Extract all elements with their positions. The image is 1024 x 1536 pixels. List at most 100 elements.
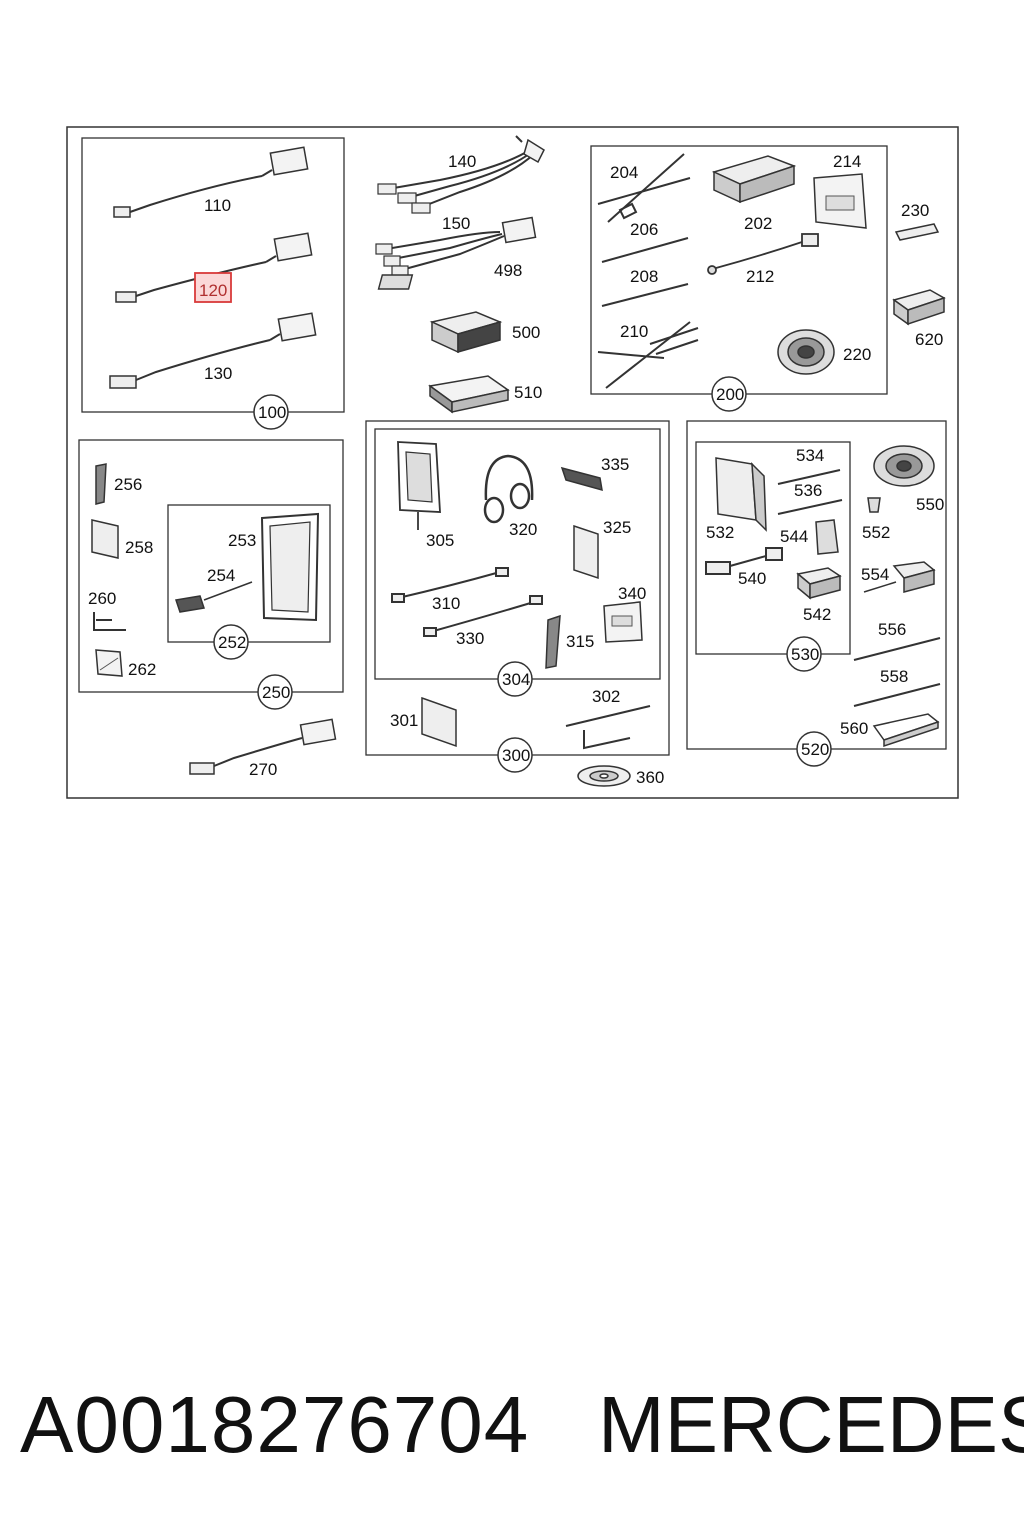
item-label-140: 140 <box>448 152 476 171</box>
cable-140[interactable] <box>377 135 545 214</box>
line-534[interactable] <box>777 469 841 485</box>
connector-254[interactable] <box>175 581 253 613</box>
group-badge-200 <box>711 376 747 412</box>
box-301[interactable] <box>421 696 457 748</box>
group-label-200: 200 <box>716 385 744 404</box>
frame-253[interactable] <box>260 512 320 622</box>
item-label-330: 330 <box>456 629 484 648</box>
item-label-498: 498 <box>494 261 522 280</box>
group-badge-300 <box>497 737 533 773</box>
item-label-315: 315 <box>566 632 594 651</box>
box-325[interactable] <box>573 524 599 580</box>
group-badge-520 <box>796 731 832 767</box>
group-badge-250 <box>257 674 293 710</box>
card-262[interactable] <box>95 649 123 677</box>
bracket-315[interactable] <box>545 614 561 669</box>
cable-540[interactable] <box>705 547 783 575</box>
cable-120[interactable] <box>115 232 313 303</box>
line-206[interactable] <box>601 237 689 263</box>
item-label-540: 540 <box>738 569 766 588</box>
disc-360[interactable] <box>577 765 631 787</box>
footer-caption: A0018276704 MERCEDES <box>0 1370 1024 1480</box>
group-box-530 <box>695 441 851 655</box>
group-label-304: 304 <box>502 670 530 689</box>
group-label-100: 100 <box>258 403 286 422</box>
plate-258[interactable] <box>91 519 119 559</box>
item-label-120[interactable]: 120 <box>199 281 227 300</box>
line-558[interactable] <box>853 683 941 707</box>
cable-212[interactable] <box>707 233 819 275</box>
module-202[interactable] <box>711 155 797 204</box>
item-label-110: 110 <box>204 196 231 215</box>
item-label-558: 558 <box>880 667 908 686</box>
line-208[interactable] <box>601 283 689 307</box>
cable-110[interactable] <box>113 146 309 218</box>
item-label-542: 542 <box>803 605 831 624</box>
item-label-208: 208 <box>630 267 658 286</box>
item-label-253: 253 <box>228 531 256 550</box>
line-556[interactable] <box>853 637 941 661</box>
unit-500[interactable] <box>429 311 503 354</box>
group-label-252: 252 <box>218 633 246 652</box>
module-542[interactable] <box>796 567 842 600</box>
line-536[interactable] <box>777 499 843 515</box>
card-498[interactable] <box>377 274 414 290</box>
item-label-302: 302 <box>592 687 620 706</box>
item-label-260: 260 <box>88 589 116 608</box>
pad-510[interactable] <box>428 375 510 414</box>
harness-302[interactable] <box>565 705 651 750</box>
bracket-256[interactable] <box>95 463 107 505</box>
wire-260[interactable] <box>93 612 126 631</box>
cable-270[interactable] <box>189 718 337 775</box>
brand-name: MERCEDES <box>598 1380 1024 1469</box>
manual-214[interactable] <box>813 173 867 229</box>
tray-560[interactable] <box>872 713 940 748</box>
item-label-320: 320 <box>509 520 537 539</box>
item-label-214: 214 <box>833 152 861 171</box>
cable-150[interactable] <box>375 216 537 277</box>
cable-130[interactable] <box>109 312 317 389</box>
highlight-box-120 <box>194 272 232 303</box>
group-box-252 <box>167 504 331 643</box>
module-620[interactable] <box>892 289 946 326</box>
item-label-620: 620 <box>915 330 943 349</box>
manual-340[interactable] <box>603 601 643 643</box>
module-554[interactable] <box>863 561 936 593</box>
item-label-230: 230 <box>901 201 929 220</box>
cable-310[interactable] <box>391 567 509 603</box>
item-label-204: 204 <box>610 163 638 182</box>
item-label-130: 130 <box>204 364 232 383</box>
group-label-250: 250 <box>262 683 290 702</box>
clip-552[interactable] <box>867 497 881 513</box>
group-badge-530 <box>786 636 822 672</box>
group-label-530: 530 <box>791 645 819 664</box>
diagram-frame <box>66 126 959 799</box>
group-label-520: 520 <box>801 740 829 759</box>
speaker-550[interactable] <box>873 445 935 487</box>
group-badge-252 <box>213 624 249 660</box>
item-label-270: 270 <box>249 760 277 779</box>
item-label-325: 325 <box>603 518 631 537</box>
module-532[interactable] <box>715 457 767 532</box>
plug-544[interactable] <box>815 519 839 555</box>
item-label-532: 532 <box>706 523 734 542</box>
harness-210[interactable] <box>597 321 699 389</box>
item-label-150: 150 <box>442 214 470 233</box>
speaker-220[interactable] <box>777 329 835 375</box>
group-box-100 <box>81 137 345 413</box>
headphones-320[interactable] <box>483 454 534 524</box>
harness-204[interactable] <box>597 153 691 223</box>
item-label-500: 500 <box>512 323 540 342</box>
remote-335[interactable] <box>560 466 603 492</box>
item-label-202: 202 <box>744 214 772 233</box>
item-label-262: 262 <box>128 660 156 679</box>
display-305[interactable] <box>397 441 441 530</box>
cable-330[interactable] <box>423 595 543 637</box>
item-label-212: 212 <box>746 267 774 286</box>
item-label-510: 510 <box>514 383 542 402</box>
stick-230[interactable] <box>894 223 940 241</box>
item-label-335: 335 <box>601 455 629 474</box>
item-label-301: 301 <box>390 711 418 730</box>
item-label-310: 310 <box>432 594 460 613</box>
item-label-258: 258 <box>125 538 153 557</box>
